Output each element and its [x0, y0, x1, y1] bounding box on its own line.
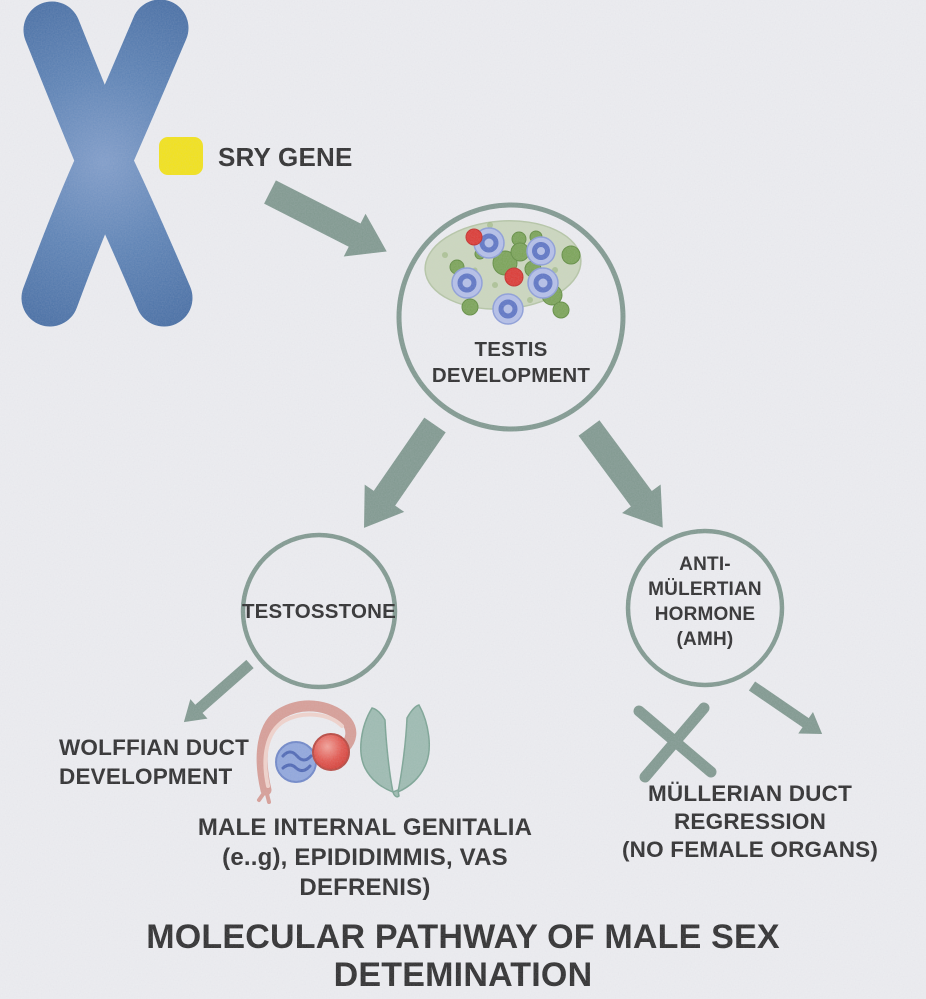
testosterone-node-label: TESTOSSTONE	[241, 600, 397, 623]
mullerian-regression-caption: MÜLLERIAN DUCT REGRESSION (NO FEMALE ORG…	[570, 780, 926, 864]
arrow-testosterone-to-wolffian	[183, 659, 254, 723]
amh-node-label: ANTI- MÜLERTIAN HORMONE (AMH)	[625, 552, 785, 652]
arrow-amh-to-regression	[748, 681, 823, 735]
amh-label-line3: HORMONE	[654, 604, 756, 625]
mullerian-caption-line1: MÜLLERIAN DUCT REGRESSION	[647, 781, 853, 834]
testis-cells-illustration	[424, 220, 582, 325]
male-genitalia-illustration	[256, 700, 357, 804]
x-chromosome-illustration	[21, 0, 193, 327]
arrow-sry-to-testis	[264, 180, 387, 257]
amh-label-line2: MÜLERTIAN	[648, 579, 762, 600]
genitalia-caption: MALE INTERNAL GENITALIA (e..g), EPIDIDIM…	[170, 813, 560, 903]
diagram-title-line2: DETEMINATION	[333, 956, 593, 994]
sry-gene-marker-icon	[159, 137, 203, 175]
genitalia-caption-line1: MALE INTERNAL GENITALIA	[197, 814, 533, 841]
diagram-title: MOLECULAR PATHWAY OF MALE SEX DETEMINATI…	[100, 918, 826, 994]
seminal-vesicle-illustration	[360, 704, 430, 798]
amh-label-line1: ANTI-	[679, 554, 731, 575]
regression-cross-icon	[633, 702, 717, 783]
genitalia-caption-line2: (e..g), EPIDIDIMMIS, VAS DEFRENIS)	[222, 844, 508, 901]
arrow-testis-to-amh	[578, 420, 663, 528]
arrow-testis-to-testosterone	[364, 417, 446, 528]
mullerian-caption-line2: (NO FEMALE ORGANS)	[621, 837, 879, 862]
amh-label-line4: (AMH)	[676, 629, 734, 650]
wolffian-label-line2: DEVELOPMENT	[59, 764, 233, 789]
sry-gene-label: SRY GENE	[218, 142, 353, 172]
testis-label-line1: TESTIS	[474, 338, 548, 361]
wolffian-duct-label: WOLFFIAN DUCT DEVELOPMENT	[59, 733, 249, 791]
testis-label-line2: DEVELOPMENT	[431, 364, 591, 387]
testis-node-label: TESTIS DEVELOPMENT	[401, 337, 621, 389]
wolffian-label-line1: WOLFFIAN DUCT	[59, 735, 250, 760]
diagram-title-line1: MOLECULAR PATHWAY OF MALE SEX	[146, 918, 780, 956]
